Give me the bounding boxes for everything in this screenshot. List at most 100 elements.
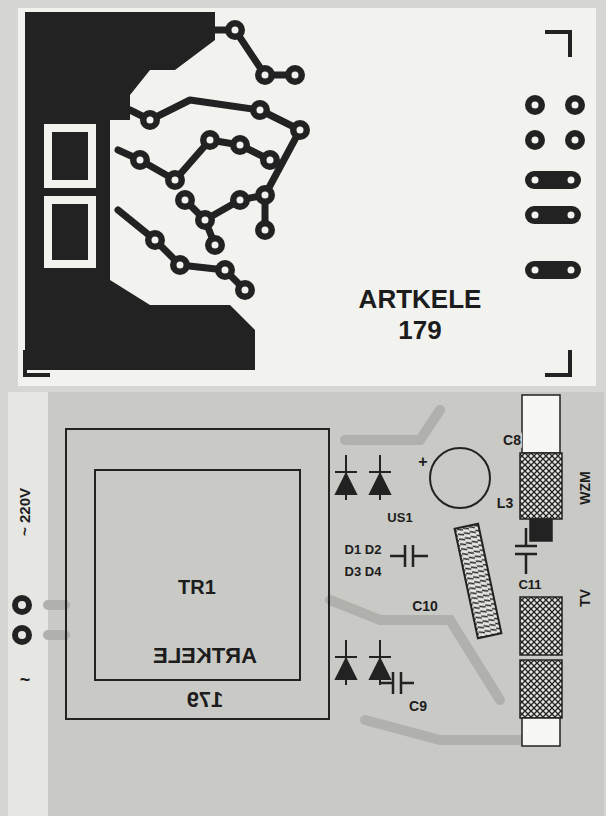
pcb-circle [195, 210, 215, 230]
pcb-polygon [370, 659, 390, 679]
pcb-rect [8, 392, 48, 816]
pcb-g [25, 32, 570, 375]
pcb-circle [12, 595, 32, 615]
pcb-circle [237, 142, 244, 149]
pcb-circle [137, 157, 144, 164]
pcb-path [365, 720, 520, 740]
pcb-circle [205, 235, 225, 255]
pcb-circle [568, 267, 575, 274]
pcb-rect [525, 171, 581, 189]
pcb-circle [207, 137, 214, 144]
pcb-line [335, 656, 357, 658]
pcb-rect [520, 453, 562, 519]
pcb-circle [237, 197, 244, 204]
pcb-line [369, 471, 391, 473]
pcb-circle [165, 170, 185, 190]
pcb-circle [235, 280, 255, 300]
pcb-circle [222, 267, 229, 274]
pcb-polygon [370, 474, 390, 494]
part-label: D1 D2 [344, 543, 383, 557]
part-label: C11 [517, 578, 542, 592]
pcb-path [155, 240, 245, 290]
pcb-circle [430, 448, 490, 508]
pcb-circle [152, 237, 159, 244]
pcb-circle [175, 190, 195, 210]
part-label: C8 [502, 433, 522, 448]
pcb-rect [8, 392, 604, 816]
pcb-circle [232, 27, 239, 34]
board-marking: ARTKELE [152, 644, 258, 667]
pcb-circle [532, 177, 539, 184]
pcb-circle [242, 287, 249, 294]
pcb-circle [297, 127, 304, 134]
pcb-rect [52, 132, 88, 180]
pcb-circle [172, 177, 179, 184]
pcb-circle [568, 212, 575, 219]
pcb-rect [455, 524, 502, 639]
pcb-path [545, 350, 570, 375]
pcb-path [545, 32, 570, 57]
pcb-circle [170, 255, 190, 275]
pcb-circle [255, 65, 275, 85]
pcb-circle [262, 192, 269, 199]
pcb-circle [145, 230, 165, 250]
pcb-g [130, 20, 585, 300]
pcb-circle [565, 130, 585, 150]
pcb-circle [525, 130, 545, 150]
pcb-circle [182, 197, 189, 204]
pcb-polygon [336, 659, 356, 679]
pcb-line [369, 656, 391, 658]
board-number: 179 [186, 688, 225, 711]
pcb-circle [290, 120, 310, 140]
pcb-circle [230, 190, 250, 210]
pcb-path [345, 410, 440, 440]
pcb-path [390, 545, 428, 567]
transformer-outline: TR1 [65, 428, 330, 720]
pcb-circle [532, 267, 539, 274]
pcb-rect [530, 519, 552, 541]
pcb-g [48, 410, 520, 740]
pcb-circle [147, 117, 154, 124]
pcb-rect [44, 124, 96, 188]
part-label: C9 [408, 699, 428, 714]
pcb-rect [44, 196, 96, 268]
pcb-rect [525, 261, 581, 279]
pcb-circle [525, 95, 545, 115]
pcb-circle [230, 135, 250, 155]
pcb-circle [572, 137, 579, 144]
pcb-polygon [336, 474, 356, 494]
board-marking: ARTKELE [358, 286, 483, 313]
pcb-circle [130, 150, 150, 170]
connector-label: TV [578, 588, 593, 608]
polarity-mark: + [417, 454, 428, 471]
pcb-g [380, 528, 537, 694]
pcb-line [335, 471, 357, 473]
pcb-circle [257, 107, 264, 114]
pcb-g [520, 395, 562, 746]
pcb-circle [225, 20, 245, 40]
pcb-circle [140, 110, 160, 130]
pcb-circle [255, 220, 275, 240]
pcb-circle [260, 150, 280, 170]
pcb-circle [215, 260, 235, 280]
pcb-circle [255, 185, 275, 205]
pcb-circle [568, 177, 575, 184]
pcb-rect [95, 470, 300, 680]
pcb-circle [532, 212, 539, 219]
pcb-circle [262, 227, 269, 234]
pcb-circle [12, 625, 32, 645]
pcb-circle [292, 72, 299, 79]
pcb-circle [200, 130, 220, 150]
pcb-rect [52, 204, 88, 260]
part-label: L3 [496, 496, 514, 511]
part-label: US1 [386, 511, 413, 525]
pcb-circle [18, 631, 26, 639]
pcb-circle [262, 72, 269, 79]
pcb-circle [532, 102, 539, 109]
copper-layout [18, 8, 596, 386]
pcb-rect [525, 206, 581, 224]
part-label: C10 [411, 599, 439, 614]
pcb-circle [18, 601, 26, 609]
pcb-path [25, 350, 50, 375]
terminal-label: ~ [19, 671, 32, 690]
